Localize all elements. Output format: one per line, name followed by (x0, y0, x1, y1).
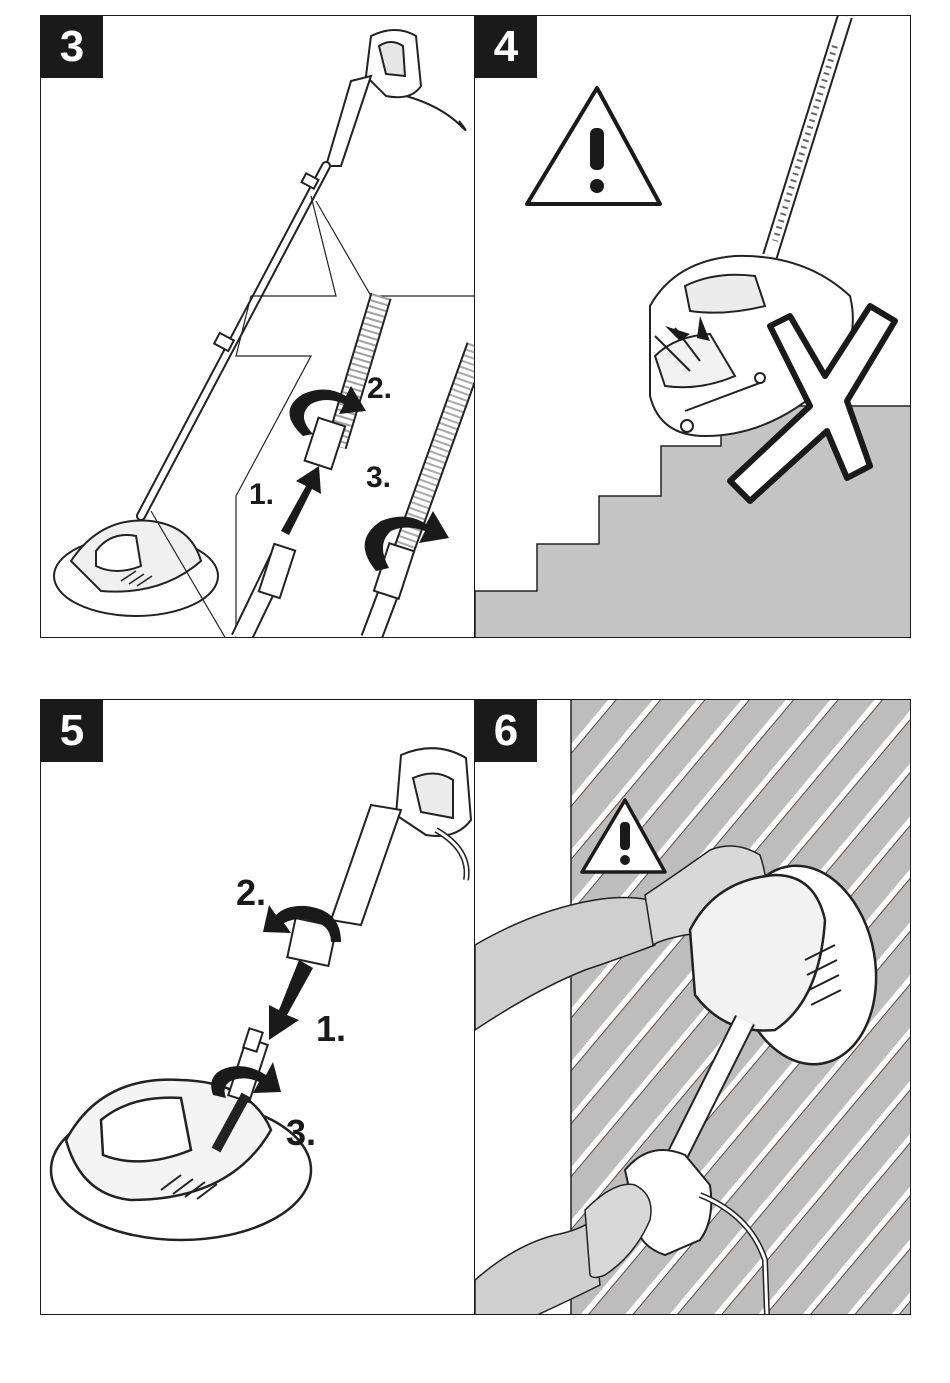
rotate-arrow-icon (41, 700, 476, 1315)
prohibited-cross-icon (475, 16, 911, 638)
rotate-arrow-icon (41, 16, 476, 638)
panel-4: 4 (474, 15, 911, 638)
warning-triangle-icon (475, 700, 911, 1315)
step-number: 6 (475, 700, 537, 762)
step-label-3: 3. (286, 1112, 316, 1154)
step-label-2: 2. (236, 872, 266, 914)
panel-3: 3 (40, 15, 476, 638)
step-number: 4 (475, 16, 537, 78)
panel-5: 5 1. 2. (40, 699, 476, 1315)
step-label-3: 3. (366, 461, 391, 495)
step-label-1: 1. (249, 478, 274, 512)
panel-6: 6 (474, 699, 911, 1315)
step-number: 3 (41, 16, 103, 78)
step-label-2: 2. (367, 372, 392, 406)
step-number: 5 (41, 700, 103, 762)
step-label-1: 1. (316, 1008, 346, 1050)
